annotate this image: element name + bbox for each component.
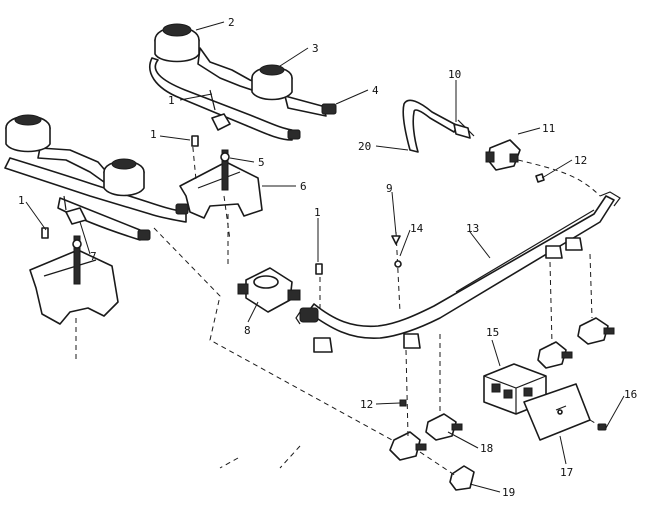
burner-head-left-rear: [154, 23, 200, 63]
burner-valve-left: [389, 431, 427, 461]
callout-label: 3: [312, 42, 319, 55]
leader-lines: [25, 21, 625, 493]
valve-fitting-11: [485, 139, 521, 171]
callout-label: 20: [358, 140, 371, 153]
callout-label: 5: [258, 156, 265, 169]
gas-manifold-pipe: [295, 191, 621, 353]
burner-valve-center: [537, 341, 573, 369]
callout-labels: 2 3 4 1 1 5 6 1 7 10 11 20 12 9 14 1 13 …: [18, 16, 637, 499]
burner-support-bracket: [179, 149, 263, 268]
assembly-lines: [153, 137, 601, 477]
burner-head-right-rear: [251, 64, 293, 101]
callout-label: 2: [228, 16, 235, 29]
callout-label: 1: [18, 194, 25, 207]
callout-label: 18: [480, 442, 493, 455]
callout-label: 16: [624, 388, 637, 401]
lower-burner-bracket: [29, 195, 119, 362]
callout-label: 8: [244, 324, 251, 337]
callout-label: 1: [314, 206, 321, 219]
callout-label: 4: [372, 84, 379, 97]
burner-valve-18: [425, 413, 463, 441]
callout-label: 19: [502, 486, 515, 499]
pressure-regulator: [237, 267, 301, 313]
callout-label: 17: [560, 466, 573, 479]
callout-label: 15: [486, 326, 499, 339]
igniter-tube: [402, 99, 475, 153]
burner-head-right-front: [103, 158, 145, 197]
callout-label: 1: [150, 128, 157, 141]
callout-label: 6: [300, 180, 307, 193]
knob-insert-19: [449, 465, 475, 491]
callout-label: 7: [90, 250, 97, 263]
callout-label: 12: [574, 154, 587, 167]
burner-head-left-front: [5, 114, 51, 153]
rear-burner-assembly: [149, 23, 337, 141]
callout-label: 14: [410, 222, 424, 235]
burner-valve-right: [577, 317, 615, 345]
callout-label: 12: [360, 398, 373, 411]
callout-label: 9: [386, 182, 393, 195]
callout-label: 13: [466, 222, 479, 235]
callout-label: 11: [542, 122, 555, 135]
screw-16: [597, 423, 607, 431]
left-burner-assembly: [4, 114, 189, 241]
screw-12-lower: [399, 399, 407, 407]
callout-label: 1: [168, 94, 175, 107]
callout-label: 10: [448, 68, 461, 81]
